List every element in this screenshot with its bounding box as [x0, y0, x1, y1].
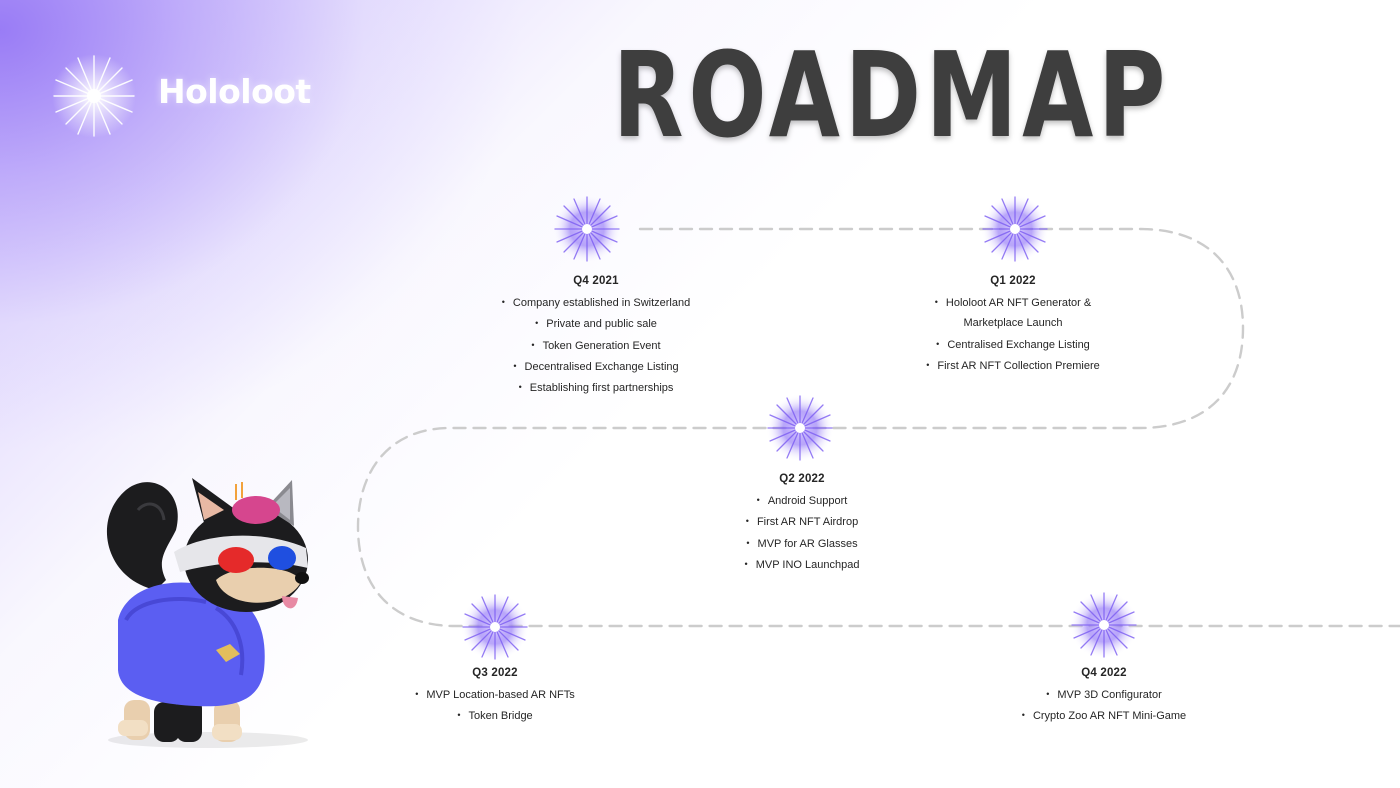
sparkle-node-icon: [552, 194, 622, 264]
sparkle-node-icon: [460, 592, 530, 662]
milestone-item: •First AR NFT Collection Premiere: [926, 359, 1100, 372]
milestone-label: Q4 2022: [1081, 667, 1127, 679]
milestone-item: •First AR NFT Airdrop: [745, 516, 859, 529]
sparkle-node-icon: [765, 393, 835, 463]
milestone-item: •Centralised Exchange Listing: [936, 338, 1090, 351]
milestone-label: Q1 2022: [990, 275, 1036, 287]
milestone-list: •Android Support •First AR NFT Airdrop •…: [652, 490, 952, 575]
milestone-q3-2022: Q3 2022 •MVP Location-based AR NFTs •Tok…: [345, 666, 645, 727]
milestone-q4-2021: Q4 2021 •Company established in Switzerl…: [446, 274, 746, 398]
milestone-q2-2022: Q2 2022 •Android Support •First AR NFT A…: [652, 472, 952, 575]
milestone-list: •Hololoot AR NFT Generator & Marketplace…: [863, 292, 1163, 376]
hololoot-logo[interactable]: Hololoot: [50, 52, 311, 142]
milestone-item: •Crypto Zoo AR NFT Mini-Game: [1021, 710, 1187, 723]
milestone-q4-2022: Q4 2022 •MVP 3D Configurator •Crypto Zoo…: [954, 666, 1254, 727]
milestone-q1-2022: Q1 2022 •Hololoot AR NFT Generator & Mar…: [863, 274, 1163, 376]
dog-mascot-icon: [106, 478, 309, 748]
milestone-item: •Company established in Switzerland: [501, 297, 691, 309]
brand-name: Hololoot: [158, 72, 311, 111]
milestone-node-q1-2022: [979, 193, 1051, 265]
milestone-item: •Token Bridge: [457, 710, 533, 723]
milestone-node-q4-2022: [1068, 589, 1140, 661]
milestone-item: •Decentralised Exchange Listing: [513, 360, 679, 373]
milestone-item: •MVP INO Launchpad: [744, 558, 860, 571]
milestone-item: •Private and public sale: [535, 318, 657, 331]
milestone-list: •MVP Location-based AR NFTs •Token Bridg…: [345, 684, 645, 727]
sparkle-logo-icon: [52, 54, 136, 138]
dog-mascot-illustration: [96, 470, 320, 750]
milestone-list: •MVP 3D Configurator •Crypto Zoo AR NFT …: [954, 684, 1254, 727]
milestone-item: •MVP Location-based AR NFTs: [415, 689, 575, 701]
milestone-item: Marketplace Launch: [963, 317, 1063, 330]
milestone-label: Q2 2022: [779, 473, 825, 485]
milestone-item: •MVP 3D Configurator: [1046, 689, 1162, 701]
sparkle-node-icon: [980, 194, 1050, 264]
milestone-item: •Android Support: [756, 495, 848, 507]
milestone-label: Q4 2021: [573, 275, 619, 287]
milestone-label: Q3 2022: [472, 667, 518, 679]
milestone-item: •MVP for AR Glasses: [746, 537, 858, 550]
milestone-node-q3-2022: [459, 591, 531, 663]
milestone-list: •Company established in Switzerland •Pri…: [446, 292, 746, 398]
milestone-item: •Hololoot AR NFT Generator &: [934, 297, 1092, 309]
milestone-item: •Token Generation Event: [531, 339, 661, 352]
milestone-node-q2-2022: [764, 392, 836, 464]
milestone-item: •Establishing first partnerships: [518, 382, 674, 395]
sparkle-node-icon: [1069, 590, 1139, 660]
milestone-node-q4-2021: [551, 193, 623, 265]
